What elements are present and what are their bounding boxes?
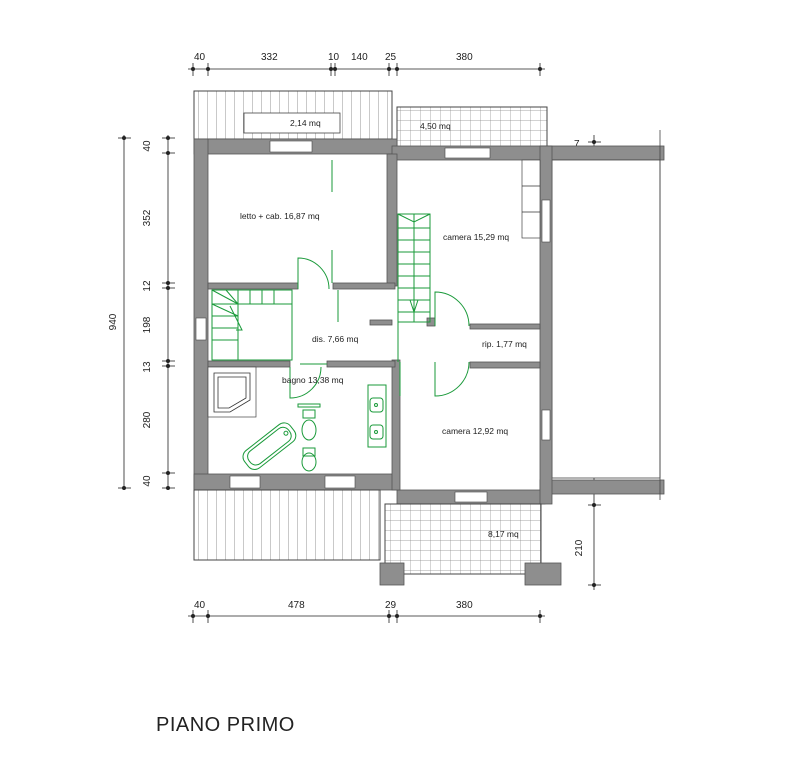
room-label-bagno: bagno 13,38 mq (282, 375, 344, 385)
dim-left-total: 940 (108, 313, 119, 330)
balcony-bottom-right: 8,17 mq (379, 503, 562, 586)
dim-bottom-3: 29 (385, 600, 397, 611)
room-label-letto: letto + cab. 16,87 mq (240, 211, 320, 221)
dim-top-1: 40 (194, 52, 206, 63)
interior-walls (207, 159, 541, 418)
windows (195, 140, 551, 503)
left-dimension-lines: 940 40 352 12 198 13 280 40 (108, 135, 175, 490)
dim-top-3: 10 (328, 52, 340, 63)
dim-right-bottom: 210 (574, 539, 585, 556)
doors (289, 160, 470, 399)
dim-top-4: 140 (351, 52, 368, 63)
bottom-dimension-line: 40 478 29 380 (188, 600, 545, 623)
dim-left-3: 12 (142, 280, 153, 292)
room-label-camera-2: camera 12,92 mq (442, 426, 508, 436)
dim-left-7: 40 (142, 475, 153, 487)
dim-top-5: 25 (385, 52, 397, 63)
top-dimension-line: 40 332 10 140 25 380 (188, 52, 545, 76)
balcony-label-1: 2,14 mq (290, 118, 321, 128)
balcony-top-left: 2,14 mq (193, 90, 393, 140)
dim-top-2: 332 (261, 52, 278, 63)
dim-left-5: 13 (142, 361, 153, 373)
room-label-camera-1: camera 15,29 mq (443, 232, 509, 242)
terrace-right (539, 130, 665, 500)
plan-title: PIANO PRIMO (156, 714, 295, 736)
balcony-top-right: 4,50 mq (396, 106, 548, 148)
dim-top-6: 380 (456, 52, 473, 63)
dim-left-4: 198 (142, 316, 153, 333)
balcony-label-3: 8,17 mq (488, 529, 519, 539)
dim-left-1: 40 (142, 140, 153, 152)
stairs (211, 213, 431, 362)
balcony-label-2: 4,50 mq (420, 121, 451, 131)
room-label-dis: dis. 7,66 mq (312, 334, 359, 344)
dim-left-6: 280 (142, 411, 153, 428)
dim-bottom-1: 40 (194, 600, 206, 611)
balcony-bottom-left (193, 489, 381, 561)
room-labels: letto + cab. 16,87 mq camera 15,29 mq di… (240, 211, 527, 436)
dim-bottom-4: 380 (456, 600, 473, 611)
dim-left-2: 352 (142, 209, 153, 226)
bathroom-fixtures (242, 384, 387, 472)
dim-right-top: 7 (574, 139, 580, 150)
room-label-rip: rip. 1,77 mq (482, 339, 527, 349)
dim-bottom-2: 478 (288, 600, 305, 611)
